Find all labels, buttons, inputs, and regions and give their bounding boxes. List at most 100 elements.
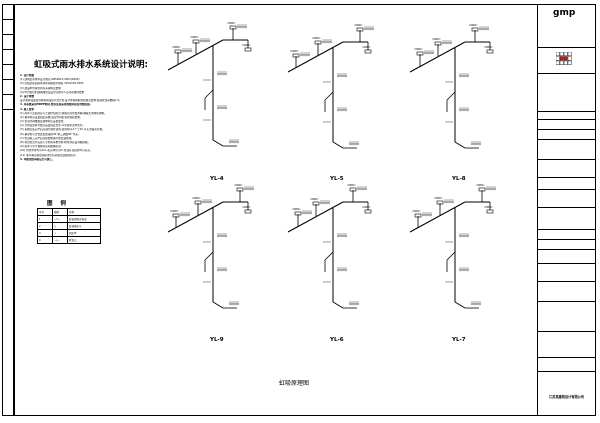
note-line: (4) 立管底部转弯处应设置固定支架,以承受水流冲击力。 <box>20 124 85 128</box>
note-line: 1. 设计依据 <box>20 74 35 77</box>
roof-drain-icon <box>174 49 182 54</box>
title-block-row <box>538 140 596 160</box>
binding-strip <box>2 4 14 416</box>
note-line: (5) 系统安装完毕后应进行灌水试验,试验时间不少于1h,以无渗漏为合格。 <box>20 128 105 132</box>
roof-drain-icon <box>414 213 422 218</box>
pipe-segment <box>409 41 466 73</box>
roof-drain-icon <box>486 209 494 214</box>
diagram-label-yl9: YL-9 <box>210 337 224 343</box>
roof-drain-icon <box>349 187 357 192</box>
note-line: (2) 悬吊管应设置固定系统,固定件间距满足规程要求。 <box>20 115 83 119</box>
note-line: 3. 本系统采用HDPE管材,管道连接采用热熔对接及电熔连接。 <box>20 103 93 107</box>
roof-drain-icon <box>292 53 300 58</box>
pipe-segment <box>212 139 224 147</box>
note-line: (7) 管道施工完毕后应按要求进行防结露处理。 <box>20 136 74 140</box>
pipe-segment <box>287 41 344 73</box>
pipe-segment <box>454 141 466 149</box>
note-line: (11) 未尽事宜按照国家现行有关规范及规程执行。 <box>20 153 79 157</box>
title-block-row <box>538 250 596 264</box>
legend-title: 图 例 <box>47 201 69 207</box>
note-line: 设计暴雨强度按当地暴雨强度公式计算,设计重现期取值按规范要求,屋面径流系数取1.… <box>20 99 122 103</box>
roof-drain-icon <box>314 40 322 45</box>
title-block-row <box>538 120 596 130</box>
notes-title: 虹吸式雨水排水系统设计说明: <box>34 60 148 70</box>
title-block-row <box>538 332 596 358</box>
roof-drain-icon <box>364 49 372 54</box>
pipe-segment <box>287 201 344 233</box>
diagram-label-yl6: YL-6 <box>330 337 344 343</box>
note-line: (4) 甲方提供的建筑图纸及设计院技术人员对系统的要求 <box>20 90 85 94</box>
note-line: (3) 建设单位提供的有关资料及要求 <box>20 86 61 90</box>
title-block-row <box>538 48 596 74</box>
roof-drain-icon <box>192 39 200 44</box>
note-line: (6) 悬吊管与立管连接处采用45°斜三通或90°弯头。 <box>20 132 81 136</box>
pipe-segment <box>212 301 224 309</box>
pipe-segment <box>409 201 466 233</box>
roof-drain-icon <box>236 187 244 192</box>
note-line: 4. 施工要求 <box>20 107 35 111</box>
note-line: (1) 雨水斗安装前应与土建密切配合,预留孔洞位置准确,确保天沟排水通畅。 <box>20 111 107 115</box>
diagram-label-yl8: YL-8 <box>452 176 466 182</box>
roof-drain-icon <box>434 41 442 46</box>
roof-drain-icon <box>294 211 302 216</box>
roof-drain-icon <box>244 47 252 52</box>
roof-drain-icon <box>229 25 237 30</box>
note-line: (9) 雨水斗型号规格详见系统图标注。 <box>20 145 64 149</box>
diagram-label-yl4: YL-4 <box>210 176 224 182</box>
title-block-row <box>538 282 596 302</box>
pipe-segment <box>324 91 334 101</box>
company-name: 江苏某建筑设计有限公司 <box>548 395 585 399</box>
roof-drain-icon <box>356 27 364 32</box>
note-line: (10) 管径单位均为mm,标高单位为m,管道标高指管中心标高。 <box>20 149 93 153</box>
pipe-segment <box>446 91 456 101</box>
title-block-row <box>538 264 596 282</box>
title-block-row <box>538 4 596 48</box>
roof-drain-icon <box>244 209 252 214</box>
roof-drain-icon <box>478 187 486 192</box>
pipe-segment <box>324 251 334 261</box>
note-line: (3) 管道穿越楼板及墙体时应设置套管。 <box>20 120 66 124</box>
title-block-row <box>538 302 596 332</box>
note-line: (8) 排出管出户后接入室外雨水检查井,检查井应设消能措施。 <box>20 141 91 144</box>
legend-row: 4—|—检查口 <box>37 236 101 244</box>
diagram-label-yl5: YL-5 <box>330 176 344 182</box>
title-block-row <box>538 230 596 240</box>
pipe-segment <box>446 251 456 261</box>
roof-drain-icon <box>172 213 180 218</box>
diagram-label-yl7: YL-7 <box>452 337 466 343</box>
company-logo: gmp <box>553 8 576 18</box>
legend-cell: 检查口 <box>67 236 101 244</box>
logo-grid-icon <box>556 52 572 65</box>
note-line: (1) 建筑给水排水设计规范 GB50015-2003(2009) <box>20 78 80 82</box>
title-block <box>537 4 596 416</box>
pipe-segment <box>332 301 344 309</box>
drawing-frame <box>14 4 596 416</box>
title-block-row <box>538 240 596 250</box>
title-block-row <box>538 190 596 208</box>
title-block-row <box>538 358 596 372</box>
main-caption: 虹吸原理图 <box>279 380 310 387</box>
pipe-segment <box>167 39 224 71</box>
title-block-row <box>538 112 596 120</box>
title-block-row <box>538 178 596 190</box>
pipe-segment <box>204 89 214 99</box>
note-line: (2) 虹吸式屋面雨水排水系统技术规程 CECS183:2005 <box>20 82 84 86</box>
roof-drain-icon <box>312 201 320 206</box>
title-block-row <box>538 160 596 178</box>
roof-drain-icon <box>486 49 494 54</box>
pipe-segment <box>204 251 214 261</box>
roof-drain-icon <box>471 27 479 32</box>
pipe-segment <box>167 201 224 233</box>
roof-drain-icon <box>194 200 202 205</box>
roof-drain-icon <box>416 51 424 56</box>
pipe-segment <box>332 141 344 149</box>
title-block-row <box>538 74 596 112</box>
design-notes: 1. 设计依据(1) 建筑给水排水设计规范 GB50015-2003(2009)… <box>20 74 168 162</box>
title-block-row <box>538 130 596 140</box>
note-line: 2. 设计参数 <box>20 94 35 98</box>
title-block-row <box>538 208 596 230</box>
pipe-segment <box>454 301 466 309</box>
roof-drain-icon <box>364 209 372 214</box>
